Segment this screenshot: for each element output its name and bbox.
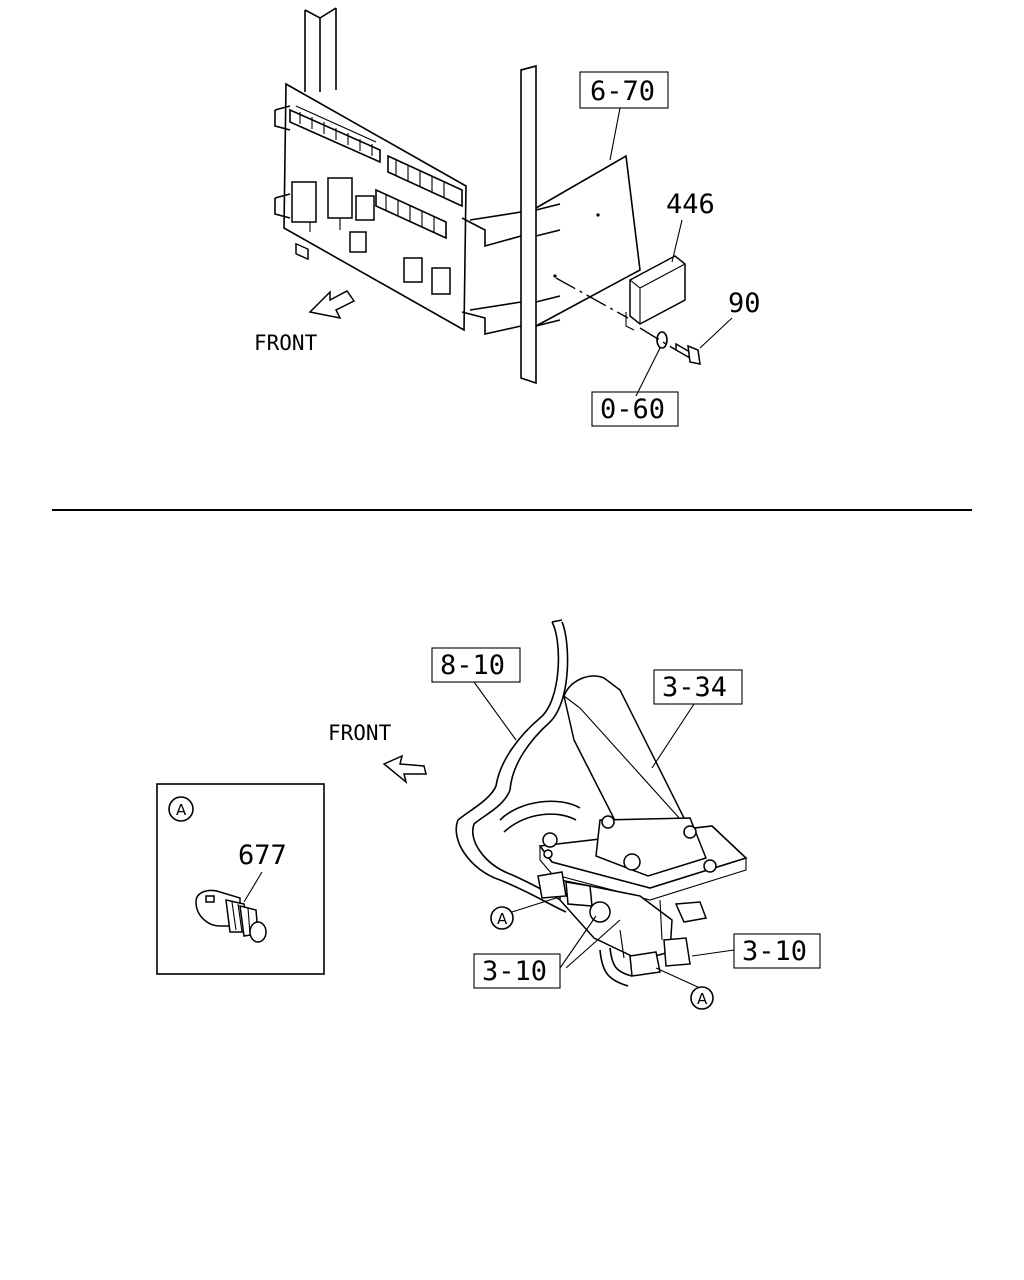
marker-a-2: [690, 986, 714, 1010]
callout-3-10-right: 3-10: [742, 936, 807, 967]
accelerator-pedal-3-34: [538, 675, 748, 901]
front-label-upper: FRONT: [254, 331, 318, 355]
leader-90: [699, 317, 733, 349]
detail-marker: [168, 796, 194, 822]
control-module-446: [625, 255, 686, 331]
alignment-line-upper: [555, 277, 629, 319]
leader-6-70: [609, 107, 621, 161]
lower-assembly: 8-10 FRONT 3-34: [156, 619, 821, 1010]
leader-3-34: [651, 703, 695, 769]
leader-0-60: [635, 347, 661, 397]
upper-assembly: FRONT 6-70 446 0-60: [254, 7, 761, 427]
frame-channel-right: [520, 64, 537, 385]
callout-446: 446: [666, 189, 715, 220]
leader-a-2: [655, 967, 701, 989]
washer: [656, 331, 668, 349]
brake-valve-assembly: [537, 871, 708, 977]
leader-8-10: [473, 681, 517, 741]
leader-446: [671, 219, 683, 263]
detail-view-a: A 677: [156, 783, 325, 975]
mounting-panel: [535, 154, 641, 327]
leader-3-10-left: [559, 915, 621, 969]
marker-a-1: [490, 906, 514, 930]
callout-box-3-10-right: [733, 933, 821, 969]
front-arrow-lower: [382, 754, 427, 785]
relay-large: [291, 181, 317, 223]
leader-3-10-right: [691, 949, 735, 957]
alignment-line-bolt: [639, 327, 677, 351]
leader-a-1: [511, 897, 557, 913]
bolt-90: [675, 342, 701, 365]
detail-frame: [156, 783, 325, 975]
callout-8-10: 8-10: [440, 650, 505, 681]
callout-677: 677: [238, 840, 287, 871]
callout-0-60: 0-60: [600, 394, 665, 425]
callout-box-0-60: [591, 391, 679, 427]
marker-a-2-text: A: [697, 990, 708, 1008]
relay-board: [283, 82, 467, 332]
mounting-brackets: [274, 105, 561, 335]
callout-6-70: 6-70: [590, 76, 655, 107]
pressure-switch-677: [195, 889, 267, 943]
callout-box-6-70: [579, 71, 669, 109]
leader-677: [243, 871, 263, 903]
callout-3-10-left: 3-10: [482, 956, 547, 987]
callout-box-3-34: [653, 669, 743, 705]
callout-90: 90: [728, 288, 761, 319]
front-label-lower: FRONT: [328, 721, 392, 745]
callout-box-3-10-left: [473, 953, 561, 989]
hose-8-10: [455, 619, 633, 987]
frame-pillar-left: [304, 7, 337, 92]
marker-a-1-text: A: [497, 910, 508, 928]
detail-marker-text: A: [176, 801, 187, 819]
callout-box-8-10: [431, 647, 521, 683]
callout-3-34: 3-34: [662, 672, 727, 703]
front-arrow-upper: [308, 290, 356, 320]
